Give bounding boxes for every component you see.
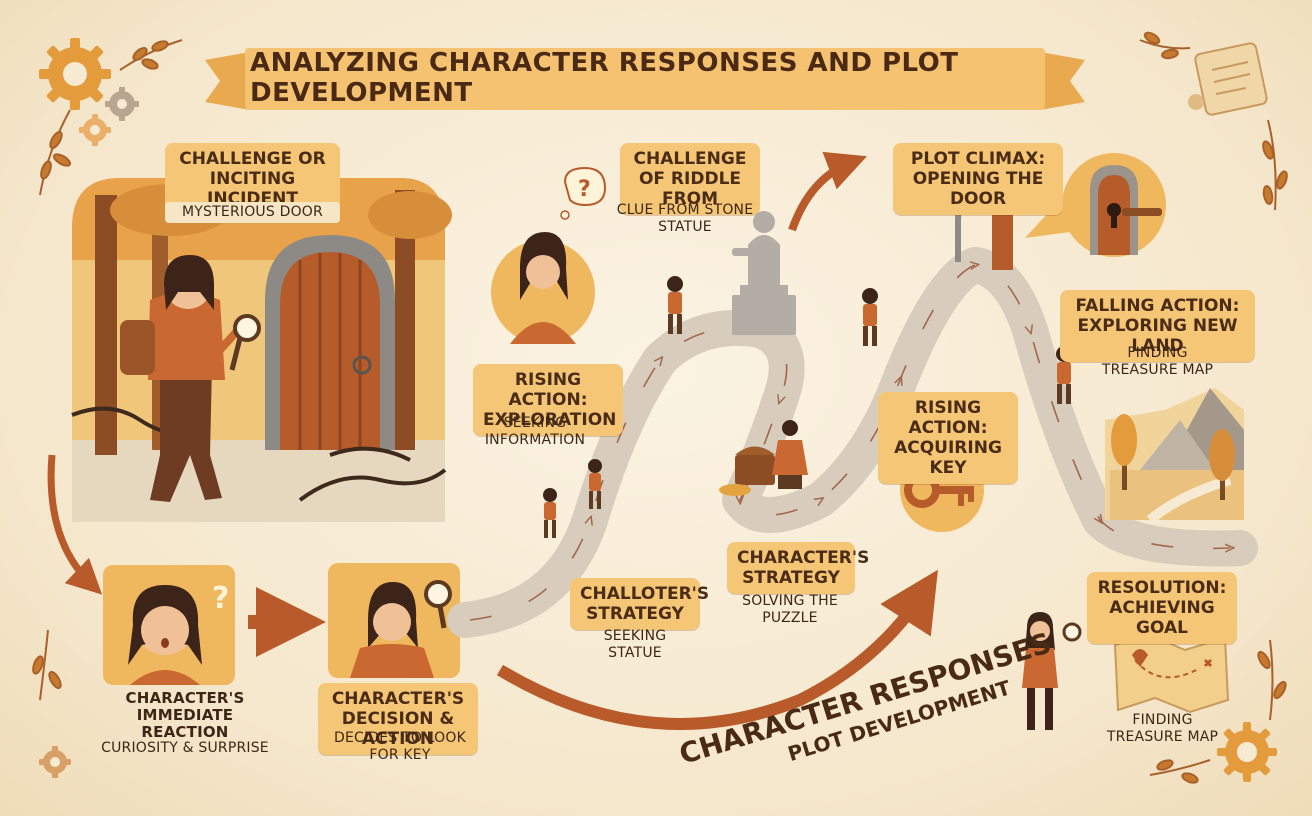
flow-arrow xyxy=(47,454,103,595)
challoter-strategy-label: CHALLOTER'S STRATEGY xyxy=(570,578,709,630)
rising-key-label: RISING ACTION: ACQUIRING KEY xyxy=(878,392,1018,484)
big-swoosh-arrow xyxy=(496,569,938,730)
character-strategy-label: CHARACTER'S STRATEGY xyxy=(727,542,869,594)
girl-with-magnifier-icon xyxy=(120,255,261,502)
girl-with-magnifier-icon xyxy=(1022,612,1082,730)
gear-icon xyxy=(105,87,139,121)
tree-icon xyxy=(1111,414,1137,490)
decision-label: CHARACTER'S DECISION & ACTION xyxy=(318,683,478,755)
treasure-map-icon xyxy=(1113,633,1230,714)
falling-action-label: FALLING ACTION: EXPLORING NEW LAND xyxy=(1060,290,1255,362)
question-mark-icon: ? xyxy=(578,177,591,202)
flow-arrow xyxy=(788,151,867,232)
keyhole-icon xyxy=(1025,153,1166,257)
mountain-landscape xyxy=(1105,388,1244,524)
thinking-girl-icon: ? xyxy=(491,166,607,344)
gear-icon xyxy=(1217,722,1277,782)
character-strategy-caption: SOLVING THE PUZZLE xyxy=(742,593,838,626)
gear-icon xyxy=(39,746,71,778)
tree-icon xyxy=(1209,429,1235,500)
resolution-caption: FINDING TREASURE MAP xyxy=(1106,712,1219,745)
mountain-icon xyxy=(1140,420,1215,470)
riddle-label: CHALLENGE OF RIDDLE FROM xyxy=(620,143,760,215)
reaction-panel: ? xyxy=(103,565,235,685)
forest-door-scene xyxy=(71,178,452,522)
inciting-incident-caption: MYSTERIOUS DOOR xyxy=(165,202,340,223)
reaction-label: CHARACTER'S IMMEDIATE REACTION xyxy=(125,689,245,741)
question-mark-icon: ? xyxy=(212,581,229,616)
scroll-icon xyxy=(1188,42,1268,116)
rising-exploration-caption: SEEKING INFORMATION xyxy=(484,415,586,448)
resolution-label: RESOLUTION: ACHIEVING GOAL xyxy=(1087,572,1237,644)
gear-icon xyxy=(79,114,111,146)
gear-icon xyxy=(39,38,111,110)
falling-action-caption: FINDING TREASURE MAP xyxy=(1101,345,1214,378)
winding-path xyxy=(447,247,1258,638)
reaction-caption: CURIOSITY & SURPRISE xyxy=(101,740,269,756)
rising-exploration-label: RISING ACTION: EXPLORATION xyxy=(473,364,623,436)
climax-label: PLOT CLIMAX: OPENING THE DOOR xyxy=(893,143,1063,215)
title-banner xyxy=(205,48,1085,110)
treasure-chest-icon xyxy=(719,420,808,496)
riddle-caption: CLUE FROM STONE STATUE xyxy=(616,202,754,235)
leaf-branch-icon xyxy=(32,31,1288,784)
stone-statue-icon xyxy=(732,211,796,335)
challoter-strategy-caption: SEEKING STATUE xyxy=(603,628,667,661)
page-title: ANALYZING CHARACTER RESPONSES AND PLOT D… xyxy=(250,48,959,108)
decision-caption: DECIDES TO LOOK FOR KEY xyxy=(333,730,467,763)
decision-panel xyxy=(328,563,460,678)
